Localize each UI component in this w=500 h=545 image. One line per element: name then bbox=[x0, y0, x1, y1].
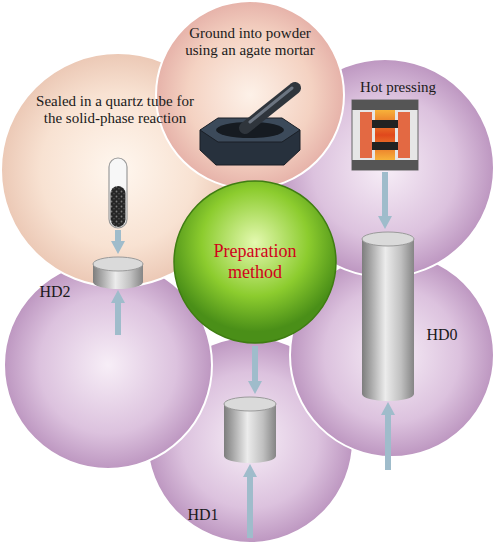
circle-shape bbox=[174, 181, 336, 343]
step-label: Hot pressing bbox=[338, 79, 458, 96]
step-label: Sealed in a quartz tube for the solid-ph… bbox=[33, 93, 198, 128]
center-title: Preparation method bbox=[193, 241, 317, 282]
step-label: Ground into powder using an agate mortar bbox=[175, 25, 325, 60]
sample-label: HD1 bbox=[178, 506, 228, 524]
circle-shape bbox=[156, 1, 344, 189]
center-circle: Preparation method bbox=[173, 180, 337, 344]
sample-label: HD2 bbox=[30, 283, 80, 301]
sample-label: HD0 bbox=[417, 326, 467, 344]
